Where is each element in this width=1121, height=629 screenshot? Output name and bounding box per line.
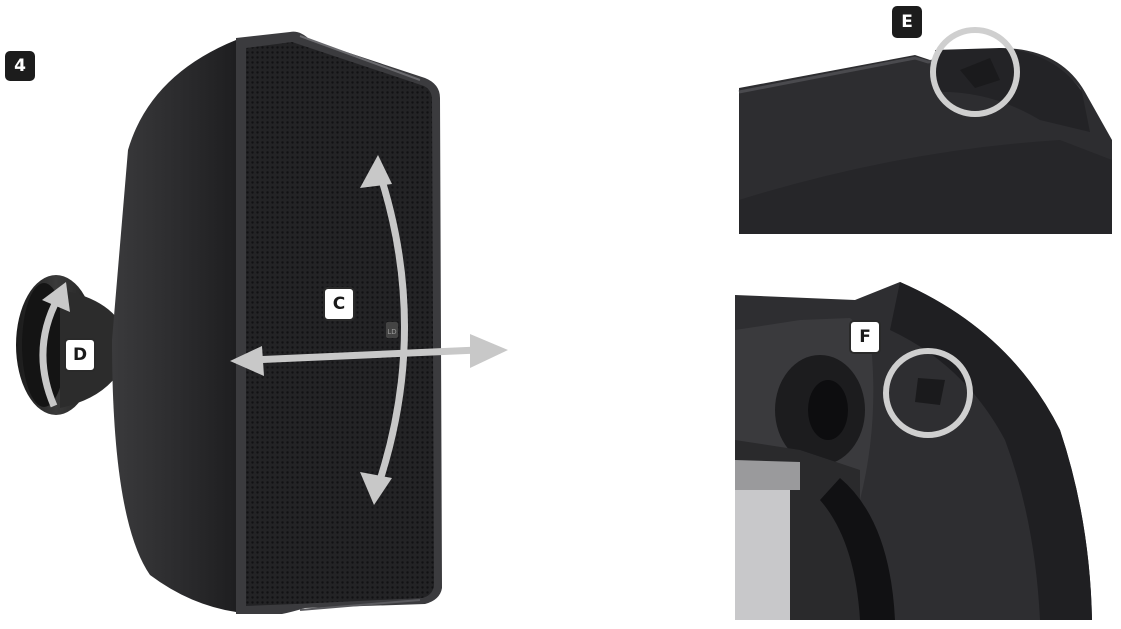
pan-arrow-head-right — [470, 334, 508, 368]
callout-f-label: F — [849, 320, 881, 354]
callout-d-label: D — [64, 338, 96, 372]
speaker-cabinet: LD — [112, 31, 442, 614]
callout-c-label: C — [323, 287, 355, 321]
swivel-arrow — [39, 296, 62, 408]
detail-e-highlight-circle — [930, 27, 1020, 117]
tilt-arrow — [372, 166, 408, 494]
detail-e-closeup — [738, 27, 1112, 234]
swivel-arrow-head — [42, 282, 70, 312]
detail-f-closeup — [735, 282, 1111, 620]
step-number-badge: 4 — [5, 51, 35, 81]
grille-logo: LD — [387, 328, 396, 336]
pan-arrow — [251, 346, 479, 364]
tilt-arrow-head-top — [360, 155, 392, 188]
detail-f-highlight-circle — [883, 348, 973, 438]
tilt-arrow-head-bottom — [360, 472, 392, 505]
callout-e-label: E — [892, 6, 922, 38]
wall-bracket — [16, 275, 130, 415]
pan-arrow-head-left — [230, 346, 264, 376]
